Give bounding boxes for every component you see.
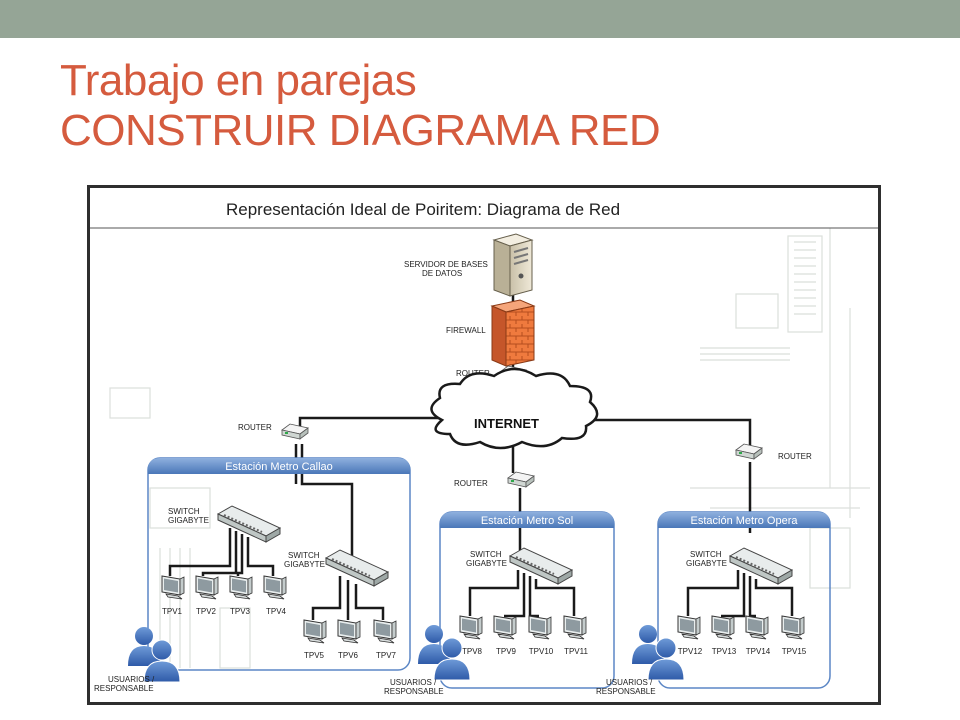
station-opera: Estación Metro Opera bbox=[657, 511, 831, 689]
router-left-icon bbox=[281, 423, 309, 440]
diagram-heading: Representación Ideal de Poiritem: Diagra… bbox=[226, 200, 620, 219]
station-sol: Estación Metro Sol bbox=[439, 511, 615, 689]
tpv-label: TPV7 bbox=[376, 651, 397, 660]
switch-callao-1-label-2: GIGABYTE bbox=[168, 516, 209, 525]
users-opera-label-2: RESPONSABLE bbox=[596, 687, 656, 696]
server-label-line-1: SERVIDOR DE BASES bbox=[404, 260, 488, 269]
switch-callao-1-icon bbox=[217, 505, 281, 543]
tpv-label: TPV13 bbox=[712, 647, 737, 656]
terminal-tpv9-icon bbox=[493, 615, 517, 640]
router-left-label: ROUTER bbox=[238, 423, 272, 432]
users-sol-label-1: USUARIOS / bbox=[390, 678, 437, 687]
terminal-tpv8-icon bbox=[459, 615, 483, 640]
terminal-tpv3-icon bbox=[229, 575, 253, 600]
station-sol-title: Estación Metro Sol bbox=[481, 515, 573, 527]
router-right-label: ROUTER bbox=[778, 452, 812, 461]
terminal-tpv5-icon bbox=[303, 619, 327, 644]
switch-sol-icon bbox=[509, 547, 573, 585]
router-mid-label: ROUTER bbox=[454, 479, 488, 488]
router-mid-icon bbox=[507, 471, 535, 488]
router-right-icon bbox=[735, 443, 763, 460]
station-opera-title: Estación Metro Opera bbox=[691, 515, 799, 527]
station-callao: Estación Metro Callao bbox=[147, 457, 411, 671]
terminal-tpv1-icon bbox=[161, 575, 185, 600]
database-server-icon bbox=[492, 233, 534, 297]
switch-opera-icon bbox=[729, 547, 793, 585]
terminal-tpv11-icon bbox=[563, 615, 587, 640]
terminal-tpv2-icon bbox=[195, 575, 219, 600]
top-accent-bar bbox=[0, 0, 960, 38]
server-label-line-2: DE DATOS bbox=[422, 269, 462, 278]
slide-title-line-1: Trabajo en parejas bbox=[60, 56, 417, 105]
switch-sol-label-1: SWITCH bbox=[470, 550, 502, 559]
tpv-label: TPV8 bbox=[462, 647, 483, 656]
users-callao-label-1: USUARIOS / bbox=[108, 675, 155, 684]
terminal-tpv10-icon bbox=[528, 615, 552, 640]
tpv-label: TPV15 bbox=[782, 647, 807, 656]
terminal-tpv14-icon bbox=[745, 615, 769, 640]
switch-callao-2-icon bbox=[325, 549, 389, 587]
terminal-tpv4-icon bbox=[263, 575, 287, 600]
terminal-tpv12-icon bbox=[677, 615, 701, 640]
switch-opera-label-2: GIGABYTE bbox=[686, 559, 727, 568]
users-opera-label-1: USUARIOS / bbox=[606, 678, 653, 687]
tpv-label: TPV12 bbox=[678, 647, 703, 656]
terminal-tpv6-icon bbox=[337, 619, 361, 644]
tpv-label: TPV9 bbox=[496, 647, 517, 656]
station-callao-title: Estación Metro Callao bbox=[225, 461, 333, 473]
users-sol-label-2: RESPONSABLE bbox=[384, 687, 444, 696]
tpv-label: TPV11 bbox=[564, 647, 588, 656]
network-cables bbox=[168, 278, 794, 620]
terminal-tpv7-icon bbox=[373, 619, 397, 644]
switch-callao-1-label-1: SWITCH bbox=[168, 507, 200, 516]
slide-title-line-2: CONSTRUIR DIAGRAMA RED bbox=[60, 106, 661, 155]
tpv-label: TPV1 bbox=[162, 607, 183, 616]
switch-callao-2-label-1: SWITCH bbox=[288, 551, 320, 560]
tpv-label: TPV14 bbox=[746, 647, 771, 656]
users-callao-label-2: RESPONSABLE bbox=[94, 684, 154, 693]
network-diagram: Representación Ideal de Poiritem: Diagra… bbox=[87, 185, 881, 705]
switch-sol-label-2: GIGABYTE bbox=[466, 559, 507, 568]
firewall-label: FIREWALL bbox=[446, 326, 486, 335]
firewall-icon bbox=[490, 299, 536, 367]
tpv-label: TPV4 bbox=[266, 607, 287, 616]
tpv-label: TPV10 bbox=[529, 647, 554, 656]
tpv-label: TPV6 bbox=[338, 651, 359, 660]
internet-label: INTERNET bbox=[474, 416, 539, 431]
switch-opera-label-1: SWITCH bbox=[690, 550, 722, 559]
internet-cloud-icon bbox=[430, 367, 599, 450]
tpv-label: TPV3 bbox=[230, 607, 251, 616]
switch-callao-2-label-2: GIGABYTE bbox=[284, 560, 325, 569]
terminal-tpv13-icon bbox=[711, 615, 735, 640]
slide-title: Trabajo en parejas CONSTRUIR DIAGRAMA RE… bbox=[60, 56, 661, 156]
terminal-tpv15-icon bbox=[781, 615, 805, 640]
tpv-label: TPV2 bbox=[196, 607, 217, 616]
tpv-label: TPV5 bbox=[304, 651, 325, 660]
users-callao-icon bbox=[127, 626, 181, 683]
